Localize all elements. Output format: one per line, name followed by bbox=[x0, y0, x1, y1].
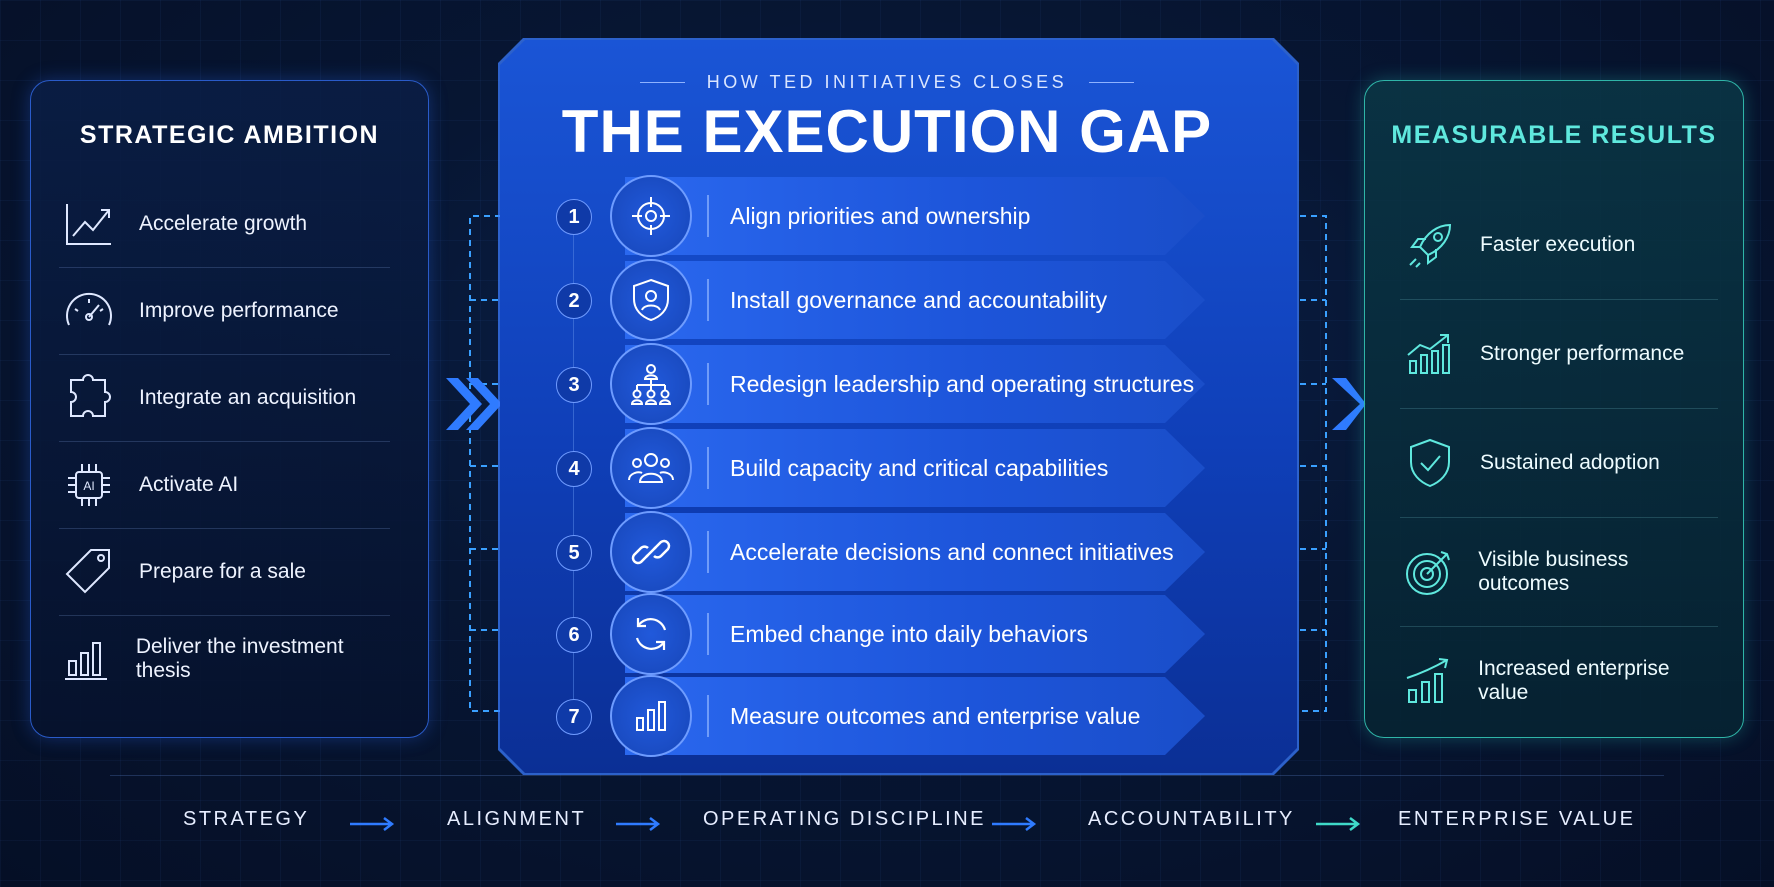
step-number: 4 bbox=[556, 451, 592, 487]
step-number: 2 bbox=[556, 283, 592, 319]
speedometer-icon bbox=[59, 281, 119, 341]
arrow-right-icon bbox=[350, 817, 395, 831]
step-label: Embed change into daily behaviors bbox=[730, 620, 1089, 647]
puzzle-icon bbox=[59, 368, 119, 428]
subtitle-row: HOW TED INITIATIVES CLOSES bbox=[0, 72, 1774, 93]
list-item: Improve performance bbox=[59, 268, 390, 355]
target-crosshair-icon bbox=[610, 175, 692, 257]
step-item: 4 Build capacity and critical capabiliti… bbox=[540, 427, 1240, 509]
step-separator bbox=[707, 613, 709, 655]
step-separator bbox=[707, 531, 709, 573]
list-item-label: Visible business outcomes bbox=[1478, 548, 1629, 595]
bar-chart-icon bbox=[610, 675, 692, 757]
step-bar bbox=[625, 513, 1205, 591]
flow-step: ACCOUNTABILITY bbox=[1088, 808, 1295, 830]
step-bar bbox=[625, 429, 1205, 507]
refresh-cycle-icon bbox=[610, 593, 692, 675]
step-separator bbox=[707, 363, 709, 405]
page-title: THE EXECUTION GAP bbox=[561, 98, 1213, 165]
arrow-right-icon bbox=[992, 817, 1037, 831]
step-number: 3 bbox=[556, 367, 592, 403]
step-item: 7 Measure outcomes and enterprise value bbox=[540, 675, 1240, 757]
list-item: Increased enterprise value bbox=[1400, 627, 1718, 735]
flow-step: ENTERPRISE VALUE bbox=[1398, 808, 1636, 830]
step-bar bbox=[625, 261, 1205, 339]
step-separator bbox=[707, 447, 709, 489]
list-item-label: Increased enterprise value bbox=[1478, 657, 1670, 704]
step-label: Measure outcomes and enterprise value bbox=[730, 702, 1141, 729]
step-bar bbox=[625, 177, 1205, 255]
list-item-label: Improve performance bbox=[139, 299, 339, 322]
step-label: Install governance and accountability bbox=[730, 286, 1108, 313]
arrow-right-icon bbox=[616, 817, 661, 831]
step-bar bbox=[625, 595, 1205, 673]
list-item-label: Stronger performance bbox=[1480, 342, 1685, 365]
list-item: AI Activate AI bbox=[59, 442, 390, 529]
list-item: Deliver the investment thesis bbox=[59, 616, 390, 702]
list-item-label: Accelerate growth bbox=[139, 212, 308, 235]
link-icon bbox=[610, 511, 692, 593]
step-label: Accelerate decisions and connect initiat… bbox=[730, 538, 1174, 565]
list-item: Stronger performance bbox=[1400, 300, 1718, 409]
growth-chart-icon bbox=[1400, 324, 1460, 384]
flow-step: OPERATING DISCIPLINE bbox=[703, 808, 987, 830]
target-arrow-icon bbox=[1400, 542, 1458, 602]
shield-user-icon bbox=[610, 259, 692, 341]
list-item-label: Integrate an acquisition bbox=[139, 386, 357, 409]
price-tag-icon bbox=[59, 542, 119, 602]
measurable-results-panel: MEASURABLE RESULTS Faster execution Stro bbox=[1364, 80, 1744, 738]
rocket-icon bbox=[1400, 215, 1460, 275]
divider-line bbox=[639, 82, 685, 83]
org-chart-icon bbox=[610, 343, 692, 425]
list-item: Prepare for a sale bbox=[59, 529, 390, 616]
bar-chart-icon bbox=[59, 629, 116, 689]
strategic-ambition-panel: STRATEGIC AMBITION Accelerate growth Imp… bbox=[30, 80, 429, 738]
step-separator bbox=[707, 279, 709, 321]
ai-chip-icon: AI bbox=[59, 455, 119, 515]
flow-step: STRATEGY bbox=[183, 808, 310, 830]
ambition-list: Accelerate growth Improve performance In… bbox=[59, 181, 390, 702]
results-list: Faster execution Stronger performance Su… bbox=[1400, 191, 1718, 735]
list-item-label: Activate AI bbox=[139, 473, 239, 496]
shield-check-icon bbox=[1400, 433, 1460, 493]
step-bar bbox=[625, 677, 1205, 755]
list-item: Integrate an acquisition bbox=[59, 355, 390, 442]
page-subtitle: HOW TED INITIATIVES CLOSES bbox=[706, 72, 1068, 92]
step-item: 6 Embed change into daily behaviors bbox=[540, 593, 1240, 675]
step-label: Align priorities and ownership bbox=[730, 202, 1031, 229]
svg-text:AI: AI bbox=[83, 479, 94, 493]
step-separator bbox=[707, 195, 709, 237]
left-panel-title: STRATEGIC AMBITION bbox=[79, 121, 380, 149]
step-number: 5 bbox=[556, 535, 592, 571]
bottom-divider bbox=[110, 775, 1664, 776]
step-label: Redesign leadership and operating struct… bbox=[730, 370, 1195, 397]
list-item-label: Faster execution bbox=[1480, 233, 1636, 256]
right-panel-title: MEASURABLE RESULTS bbox=[1391, 121, 1717, 149]
value-flow: STRATEGY ALIGNMENT OPERATING DISCIPLINE … bbox=[0, 808, 1774, 838]
flow-step: ALIGNMENT bbox=[447, 808, 587, 830]
list-item-label: Deliver the investment thesis bbox=[135, 635, 344, 682]
step-item: 1 Align priorities and ownership bbox=[540, 175, 1240, 257]
team-icon bbox=[610, 427, 692, 509]
list-item-label: Prepare for a sale bbox=[139, 560, 306, 583]
step-item: 3 Redesign leadership and operating stru… bbox=[540, 343, 1240, 425]
list-item: Visible business outcomes bbox=[1400, 518, 1718, 627]
list-item-label: Sustained adoption bbox=[1480, 451, 1660, 474]
step-bar bbox=[625, 345, 1205, 423]
step-number: 7 bbox=[556, 699, 592, 735]
trend-up-icon bbox=[59, 194, 119, 254]
step-number: 1 bbox=[556, 199, 592, 235]
step-label: Build capacity and critical capabilities bbox=[730, 454, 1109, 481]
step-item: 5 Accelerate decisions and connect initi… bbox=[540, 511, 1240, 593]
value-chart-icon bbox=[1400, 651, 1458, 711]
divider-line bbox=[1089, 82, 1135, 83]
step-item: 2 Install governance and accountability bbox=[540, 259, 1240, 341]
step-number: 6 bbox=[556, 617, 592, 653]
step-separator bbox=[707, 695, 709, 737]
list-item: Faster execution bbox=[1400, 191, 1718, 300]
list-item: Sustained adoption bbox=[1400, 409, 1718, 518]
arrow-right-icon bbox=[1316, 817, 1361, 831]
list-item: Accelerate growth bbox=[59, 181, 390, 268]
